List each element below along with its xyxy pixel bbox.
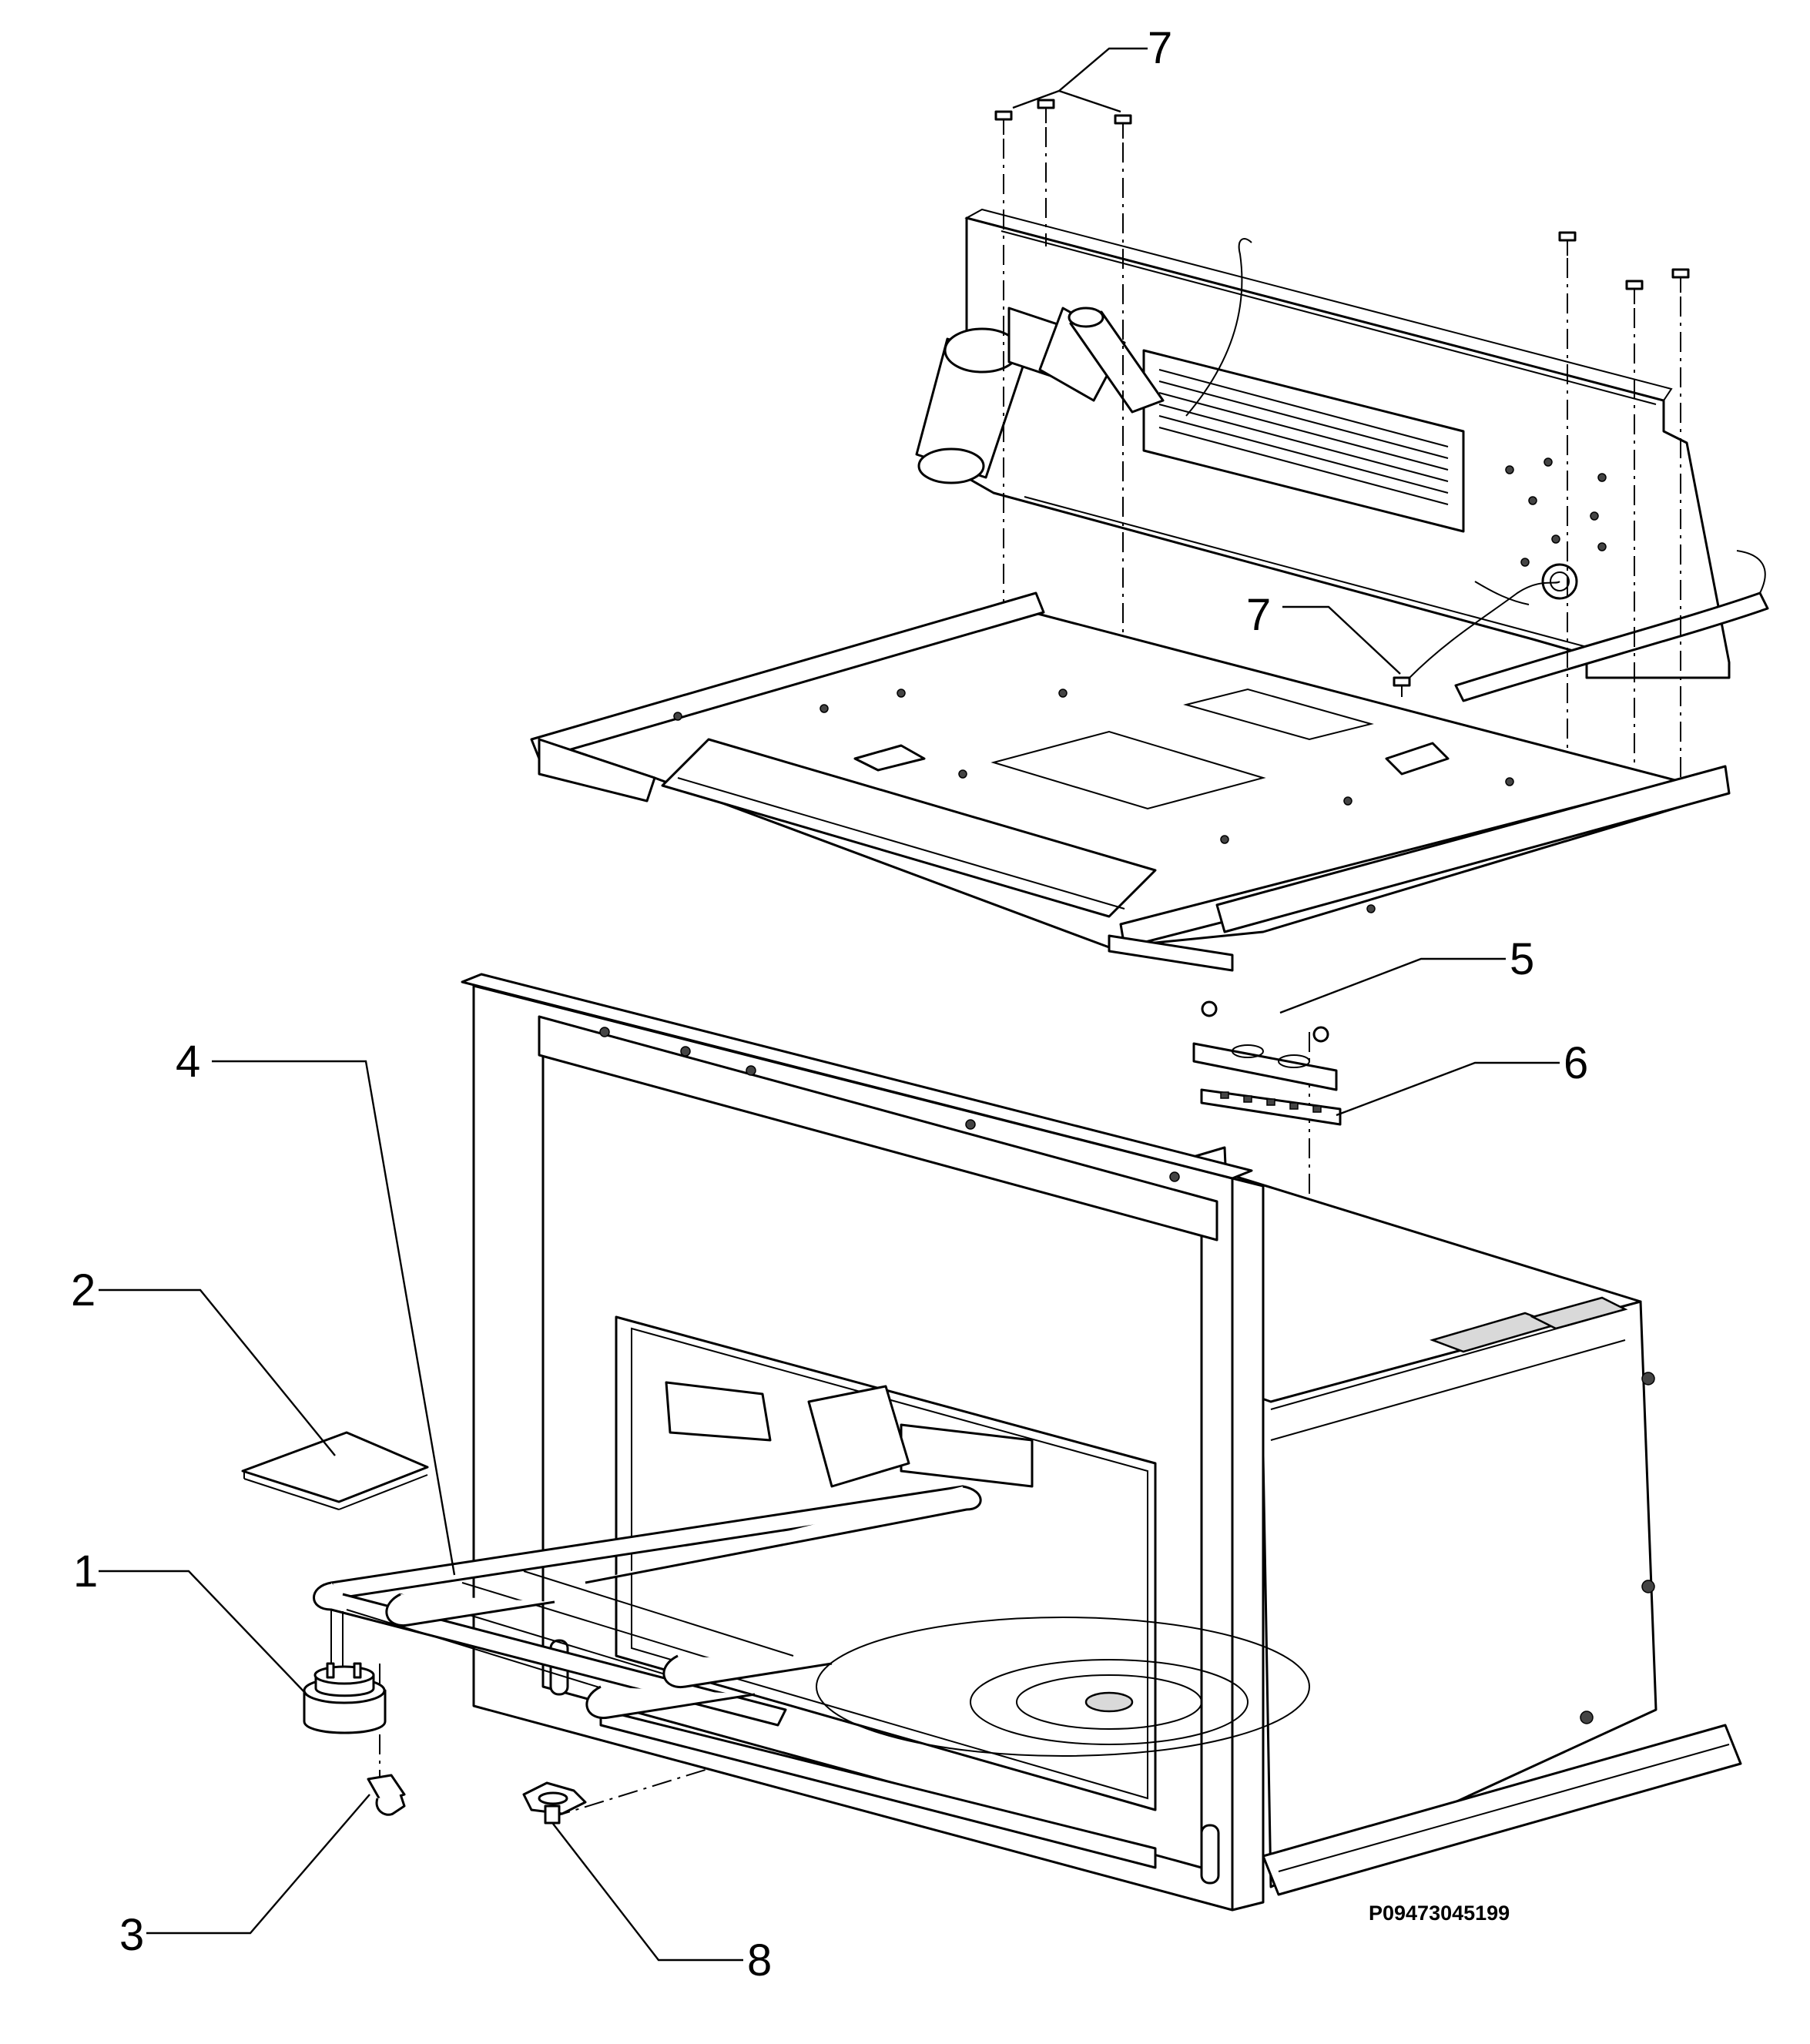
part-6-gasket [1200, 1088, 1342, 1126]
callout-3: 3 [119, 1910, 144, 1960]
callout-2: 2 [71, 1265, 96, 1315]
part-2-cover [241, 1431, 429, 1510]
bracket [853, 744, 926, 772]
hinge-slot [1200, 1824, 1220, 1885]
frame-holes [599, 1027, 1180, 1182]
top-screws [994, 99, 1690, 697]
callout-5: 5 [1510, 934, 1534, 984]
screw [1558, 231, 1577, 256]
part-3-clip [367, 1774, 406, 1816]
bracket [1385, 742, 1450, 776]
callout-7-top: 7 [1148, 23, 1172, 73]
rear-control-panel [915, 208, 1769, 702]
top-plate [530, 591, 1731, 972]
wire-harness [1409, 581, 1560, 679]
turntable-hub [1084, 1691, 1134, 1713]
callout-8: 8 [747, 1935, 772, 1985]
part-5-bracket [1192, 1000, 1338, 1091]
drain-hose [1454, 591, 1769, 702]
callout-4: 4 [176, 1037, 200, 1087]
part-8-coupler [522, 1781, 587, 1825]
callout-labels: 7 7 5 6 4 2 1 3 8 [71, 23, 1588, 1985]
screw [994, 110, 1013, 135]
document-id: P09473045199 [1369, 1902, 1510, 1925]
thermal-tube [1068, 307, 1165, 414]
callout-7-mid: 7 [1246, 590, 1271, 640]
plate-holes [673, 689, 1514, 913]
turntable-outer [816, 1617, 1310, 1757]
screw [1037, 99, 1055, 123]
panel-holes [1505, 457, 1607, 567]
heater-housing [665, 1381, 772, 1442]
callout-6: 6 [1564, 1038, 1588, 1088]
part-4-grill-element [313, 1485, 982, 1727]
oven-cavity [461, 973, 1742, 1912]
part-1-thermostat [303, 1662, 387, 1734]
leader-lines [99, 47, 1560, 1962]
screw [1393, 676, 1411, 697]
screw [1671, 268, 1690, 293]
screw [1625, 280, 1644, 304]
callout-1: 1 [73, 1546, 98, 1597]
screw [1114, 114, 1132, 139]
